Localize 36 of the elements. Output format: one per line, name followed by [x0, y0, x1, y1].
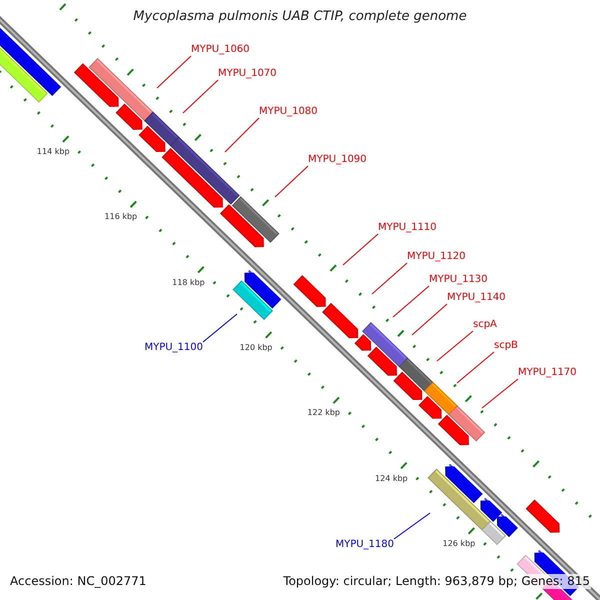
gene-label: MYPU_1140: [447, 292, 506, 304]
gene-label: MYPU_1170: [518, 367, 577, 379]
gene-label: MYPU_1060: [191, 44, 250, 56]
gene-label: MYPU_1090: [308, 154, 367, 166]
leader-line: [182, 80, 218, 114]
leader-line: [392, 286, 430, 318]
leader-line: [156, 56, 192, 88]
scale-label: 120 kbp: [240, 342, 272, 353]
scale-label: 122 kbp: [307, 408, 340, 418]
chart-title: Mycoplasma pulmonis UAB CTIP, complete genome: [132, 9, 468, 24]
scale-label: 126 kbp: [442, 538, 476, 549]
leader-line: [394, 512, 430, 540]
footer-note: Accession: NC_002771: [9, 574, 148, 589]
gene-label: MYPU_1070: [218, 68, 277, 80]
gene-label: MYPU_1130: [429, 274, 488, 286]
gene-label: MYPU_1080: [259, 106, 318, 118]
gene-label: MYPU_1100: [144, 342, 203, 354]
leader-line: [224, 118, 260, 152]
gene-label: MYPU_1110: [378, 222, 437, 234]
gene-label: scpA: [473, 319, 497, 331]
leader-line: [482, 378, 518, 408]
gene-label: MYPU_1180: [335, 539, 394, 551]
leader-line: [342, 234, 378, 266]
footer-note: Topology: circular; Length: 963,879 bp; Genes: 815: [282, 574, 591, 589]
scale-label: 118 kbp: [172, 278, 205, 288]
leader-line: [412, 304, 448, 336]
gene-label: scpB: [494, 340, 518, 352]
scale-label: 124 kbp: [375, 474, 408, 484]
scale-label: 114 kbp: [36, 147, 70, 158]
leader-line: [202, 314, 238, 342]
scale-label: 116 kbp: [104, 212, 138, 222]
leader-line: [274, 166, 308, 198]
gene-label: MYPU_1120: [407, 251, 466, 263]
leader-line: [372, 262, 408, 294]
leader-line: [456, 352, 494, 384]
leader-line: [436, 330, 474, 362]
